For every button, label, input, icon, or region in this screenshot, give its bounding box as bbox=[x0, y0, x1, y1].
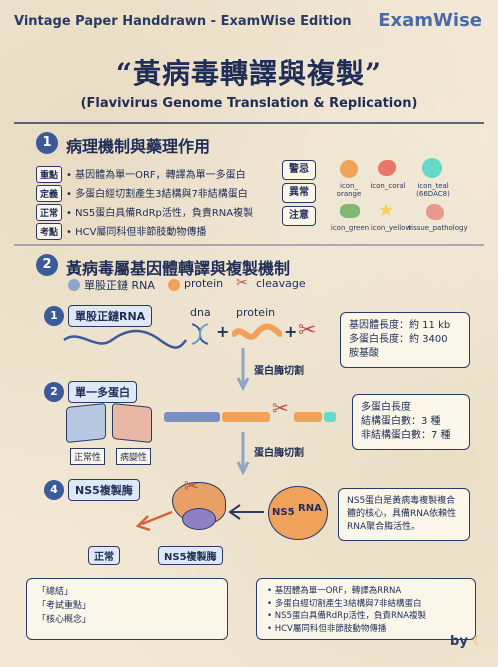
moon-icon: ☾ bbox=[472, 634, 484, 649]
tag-definition: 定義 bbox=[36, 185, 63, 202]
title-divider bbox=[14, 122, 484, 124]
arrow-2-label: 蛋白脢切割 bbox=[254, 448, 304, 459]
protein-chain-icon bbox=[232, 323, 282, 340]
polyprotein-segment-orange-2 bbox=[294, 412, 322, 422]
summary-label-box: 「總結」 「考試重點」 「核心概念」 bbox=[26, 578, 228, 640]
teal-icon bbox=[422, 158, 442, 178]
polyprotein-length-title: 多蛋白長度 bbox=[361, 402, 411, 413]
byline: by ☾ bbox=[450, 634, 484, 649]
scissors-icon: ✂ bbox=[298, 318, 317, 343]
ns5-enzyme-label: NS5複製脢 bbox=[158, 546, 223, 565]
down-arrow-2-icon bbox=[236, 432, 250, 476]
scissors-legend-icon: ✂ bbox=[236, 275, 248, 291]
legend-cleavage: cleavage bbox=[256, 277, 306, 290]
return-arrow-icon bbox=[228, 504, 264, 520]
tissue-pathology-label: tissue_pathology bbox=[408, 224, 468, 232]
arrow-1-label: 蛋白脢切割 bbox=[254, 366, 304, 377]
bullet-3: • NS5蛋白具備RdRp活性，負責RNA複製 bbox=[66, 208, 254, 219]
ns5-blob-label: NS5 bbox=[272, 507, 295, 518]
orange-icon bbox=[340, 160, 358, 178]
side-tag-abnormal: 異常 bbox=[282, 183, 316, 203]
section-divider bbox=[14, 244, 484, 246]
genome-length: 基因體長度：約 11 kb bbox=[349, 320, 451, 331]
dna-helix-icon bbox=[191, 323, 209, 345]
abnormal-cell-icon bbox=[112, 402, 152, 444]
enzyme-scissors-icon: ✂ bbox=[184, 476, 200, 497]
ns5-rna-blob-icon bbox=[268, 486, 328, 540]
abnormal-cell-label: 病變性 bbox=[116, 448, 152, 465]
step-1-label: 單股正鏈RNA bbox=[68, 305, 153, 327]
byline-text: by bbox=[450, 634, 468, 649]
summary-point-1: • 基因體為單一ORF，轉譯為RRNA bbox=[267, 586, 402, 596]
green-icon bbox=[340, 204, 360, 218]
tag-normal: 正常 bbox=[36, 204, 63, 221]
polyprotein-segment-teal bbox=[324, 412, 336, 422]
bullet-2: • 多蛋白經切割產生3結構與7非結構蛋白 bbox=[66, 189, 248, 200]
dna-label: dna bbox=[190, 306, 211, 319]
summary-point-2: • 多蛋白經切割產生3結構與7非結構蛋白 bbox=[267, 598, 422, 609]
step-2-number: 2 bbox=[44, 382, 64, 402]
rna-strand-icon bbox=[63, 329, 187, 349]
polyprotein-length: 多蛋白長度：約 3400 bbox=[349, 334, 448, 345]
side-tag-caution: 警忌 bbox=[282, 160, 316, 180]
coral-icon bbox=[378, 160, 396, 176]
page-subtitle: (Flavivirus Genome Translation & Replica… bbox=[80, 96, 418, 111]
rna-legend-icon bbox=[68, 279, 80, 291]
step-4-info-box: NS5蛋白是黃病毒複製複合體的核心，具備RNA依賴性RNA聚合脢活性。 bbox=[338, 488, 470, 541]
bullet-1: • 基因體為單一ORF，轉譯為單一多蛋白 bbox=[66, 170, 246, 181]
step-4-number: 4 bbox=[44, 480, 64, 500]
legend-rna: 單股正鏈 RNA bbox=[84, 279, 155, 292]
summary-points-box: • 基因體為單一ORF，轉譯為RRNA • 多蛋白經切割產生3結構與7非結構蛋白… bbox=[256, 578, 476, 640]
rna-blob-label: RNA bbox=[298, 503, 322, 514]
section-2-title: 黃病毒屬基因體轉譯與複製機制 bbox=[66, 259, 291, 278]
tissue-pathology-icon bbox=[426, 204, 444, 220]
polyprotein-scissors-icon: ✂ bbox=[272, 396, 289, 420]
enzyme-subunit-icon bbox=[182, 508, 216, 530]
exam-focus-label: 「考試重點」 bbox=[37, 601, 92, 611]
step-4-label: NS5複製脢 bbox=[68, 479, 140, 501]
polyprotein-segment-orange bbox=[222, 412, 270, 422]
orange-icon-label: icon_ orange bbox=[336, 182, 362, 198]
section-1-number: 1 bbox=[36, 132, 58, 154]
green-icon-label: icon_green bbox=[330, 224, 370, 232]
protein-label: protein bbox=[236, 306, 276, 319]
structural-protein-count: 結構蛋白數：3 種 bbox=[361, 416, 441, 427]
step-1-number: 1 bbox=[44, 306, 64, 326]
yellow-star-icon: ★ bbox=[378, 200, 395, 221]
step-2-label: 單一多蛋白 bbox=[68, 381, 137, 403]
normal-cell-label: 正常性 bbox=[70, 448, 106, 465]
yellow-icon-label: icon_yellow bbox=[370, 224, 412, 232]
plus-sign-1: + bbox=[216, 322, 230, 341]
nonstructural-protein-count: 非結構蛋白數：7 種 bbox=[361, 430, 451, 441]
bullet-4: • HCV屬同科但非節肢動物傳播 bbox=[66, 227, 207, 238]
summary-label: 「總結」 bbox=[37, 587, 74, 597]
side-tag-attention: 注意 bbox=[282, 206, 316, 226]
plus-sign-2: + bbox=[284, 322, 298, 341]
section-2-number: 2 bbox=[36, 254, 58, 276]
step-2-info-box: 多蛋白長度 結構蛋白數：3 種 非結構蛋白數：7 種 bbox=[352, 394, 470, 450]
polyprotein-segment-blue bbox=[164, 412, 220, 422]
legend-protein: protein bbox=[184, 277, 224, 290]
normal-cell-icon bbox=[66, 402, 106, 444]
brand-logo: ExamWise bbox=[378, 10, 482, 31]
normal-result-label: 正常 bbox=[88, 546, 120, 565]
protein-legend-icon bbox=[168, 279, 180, 291]
down-arrow-1-icon bbox=[236, 348, 250, 392]
teal-icon-label: icon_teal (66DAC8) bbox=[416, 182, 450, 198]
tag-exam: 考點 bbox=[36, 223, 63, 240]
summary-point-3: • NS5蛋白具備RdRp活性，負責RNA複製 bbox=[267, 611, 427, 621]
amino-acid-unit: 胺基酸 bbox=[349, 348, 379, 359]
left-arrow-icon bbox=[135, 510, 173, 532]
step-1-info-box: 基因體長度：約 11 kb 多蛋白長度：約 3400 胺基酸 bbox=[340, 312, 470, 368]
core-concept-label: 「核心概念」 bbox=[37, 615, 92, 625]
section-1-title: 病理機制與藥理作用 bbox=[66, 137, 211, 156]
tag-key-point: 重點 bbox=[36, 166, 63, 183]
page-title: “黃病毒轉譯與複製” bbox=[115, 57, 383, 90]
edition-label: Vintage Paper Handdrawn - ExamWise Editi… bbox=[14, 14, 352, 29]
summary-point-4: • HCV屬同科但非節肢動物傳播 bbox=[267, 623, 387, 634]
coral-icon-label: icon_coral bbox=[370, 182, 406, 190]
